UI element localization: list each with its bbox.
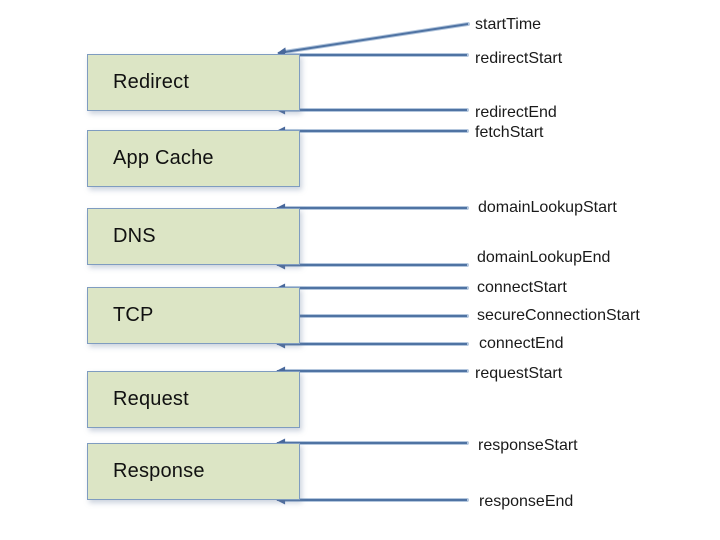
- phase-box-app-cache: App Cache: [87, 130, 300, 187]
- phase-box-label: App Cache: [113, 147, 214, 169]
- phase-box-label: TCP: [113, 304, 154, 326]
- event-label-request-start: requestStart: [475, 365, 563, 382]
- arrow-start-time: [277, 22, 470, 57]
- event-label-fetch-start: fetchStart: [475, 124, 544, 141]
- phase-box-label: DNS: [113, 225, 156, 247]
- event-label-connect-end: connectEnd: [479, 335, 564, 352]
- event-label-response-end: responseEnd: [479, 493, 574, 510]
- phase-box-label: Redirect: [113, 71, 190, 93]
- phase-box-response: Response: [87, 443, 300, 500]
- event-label-redirect-start: redirectStart: [475, 50, 563, 67]
- event-label-domain-lookup-start: domainLookupStart: [478, 199, 617, 216]
- event-label-connect-start: connectStart: [477, 279, 567, 296]
- event-label-secure-connection-start: secureConnectionStart: [477, 307, 640, 324]
- phase-box-request: Request: [87, 371, 300, 428]
- event-label-domain-lookup-end: domainLookupEnd: [477, 249, 611, 266]
- phase-box-tcp: TCP: [87, 287, 300, 344]
- event-label-start-time: startTime: [475, 16, 542, 33]
- phase-box-redirect: Redirect: [87, 54, 300, 111]
- phase-box-label: Request: [113, 388, 189, 410]
- phase-box-dns: DNS: [87, 208, 300, 265]
- event-label-response-start: responseStart: [478, 437, 578, 454]
- event-label-redirect-end: redirectEnd: [475, 104, 557, 121]
- phase-box-label: Response: [113, 460, 205, 482]
